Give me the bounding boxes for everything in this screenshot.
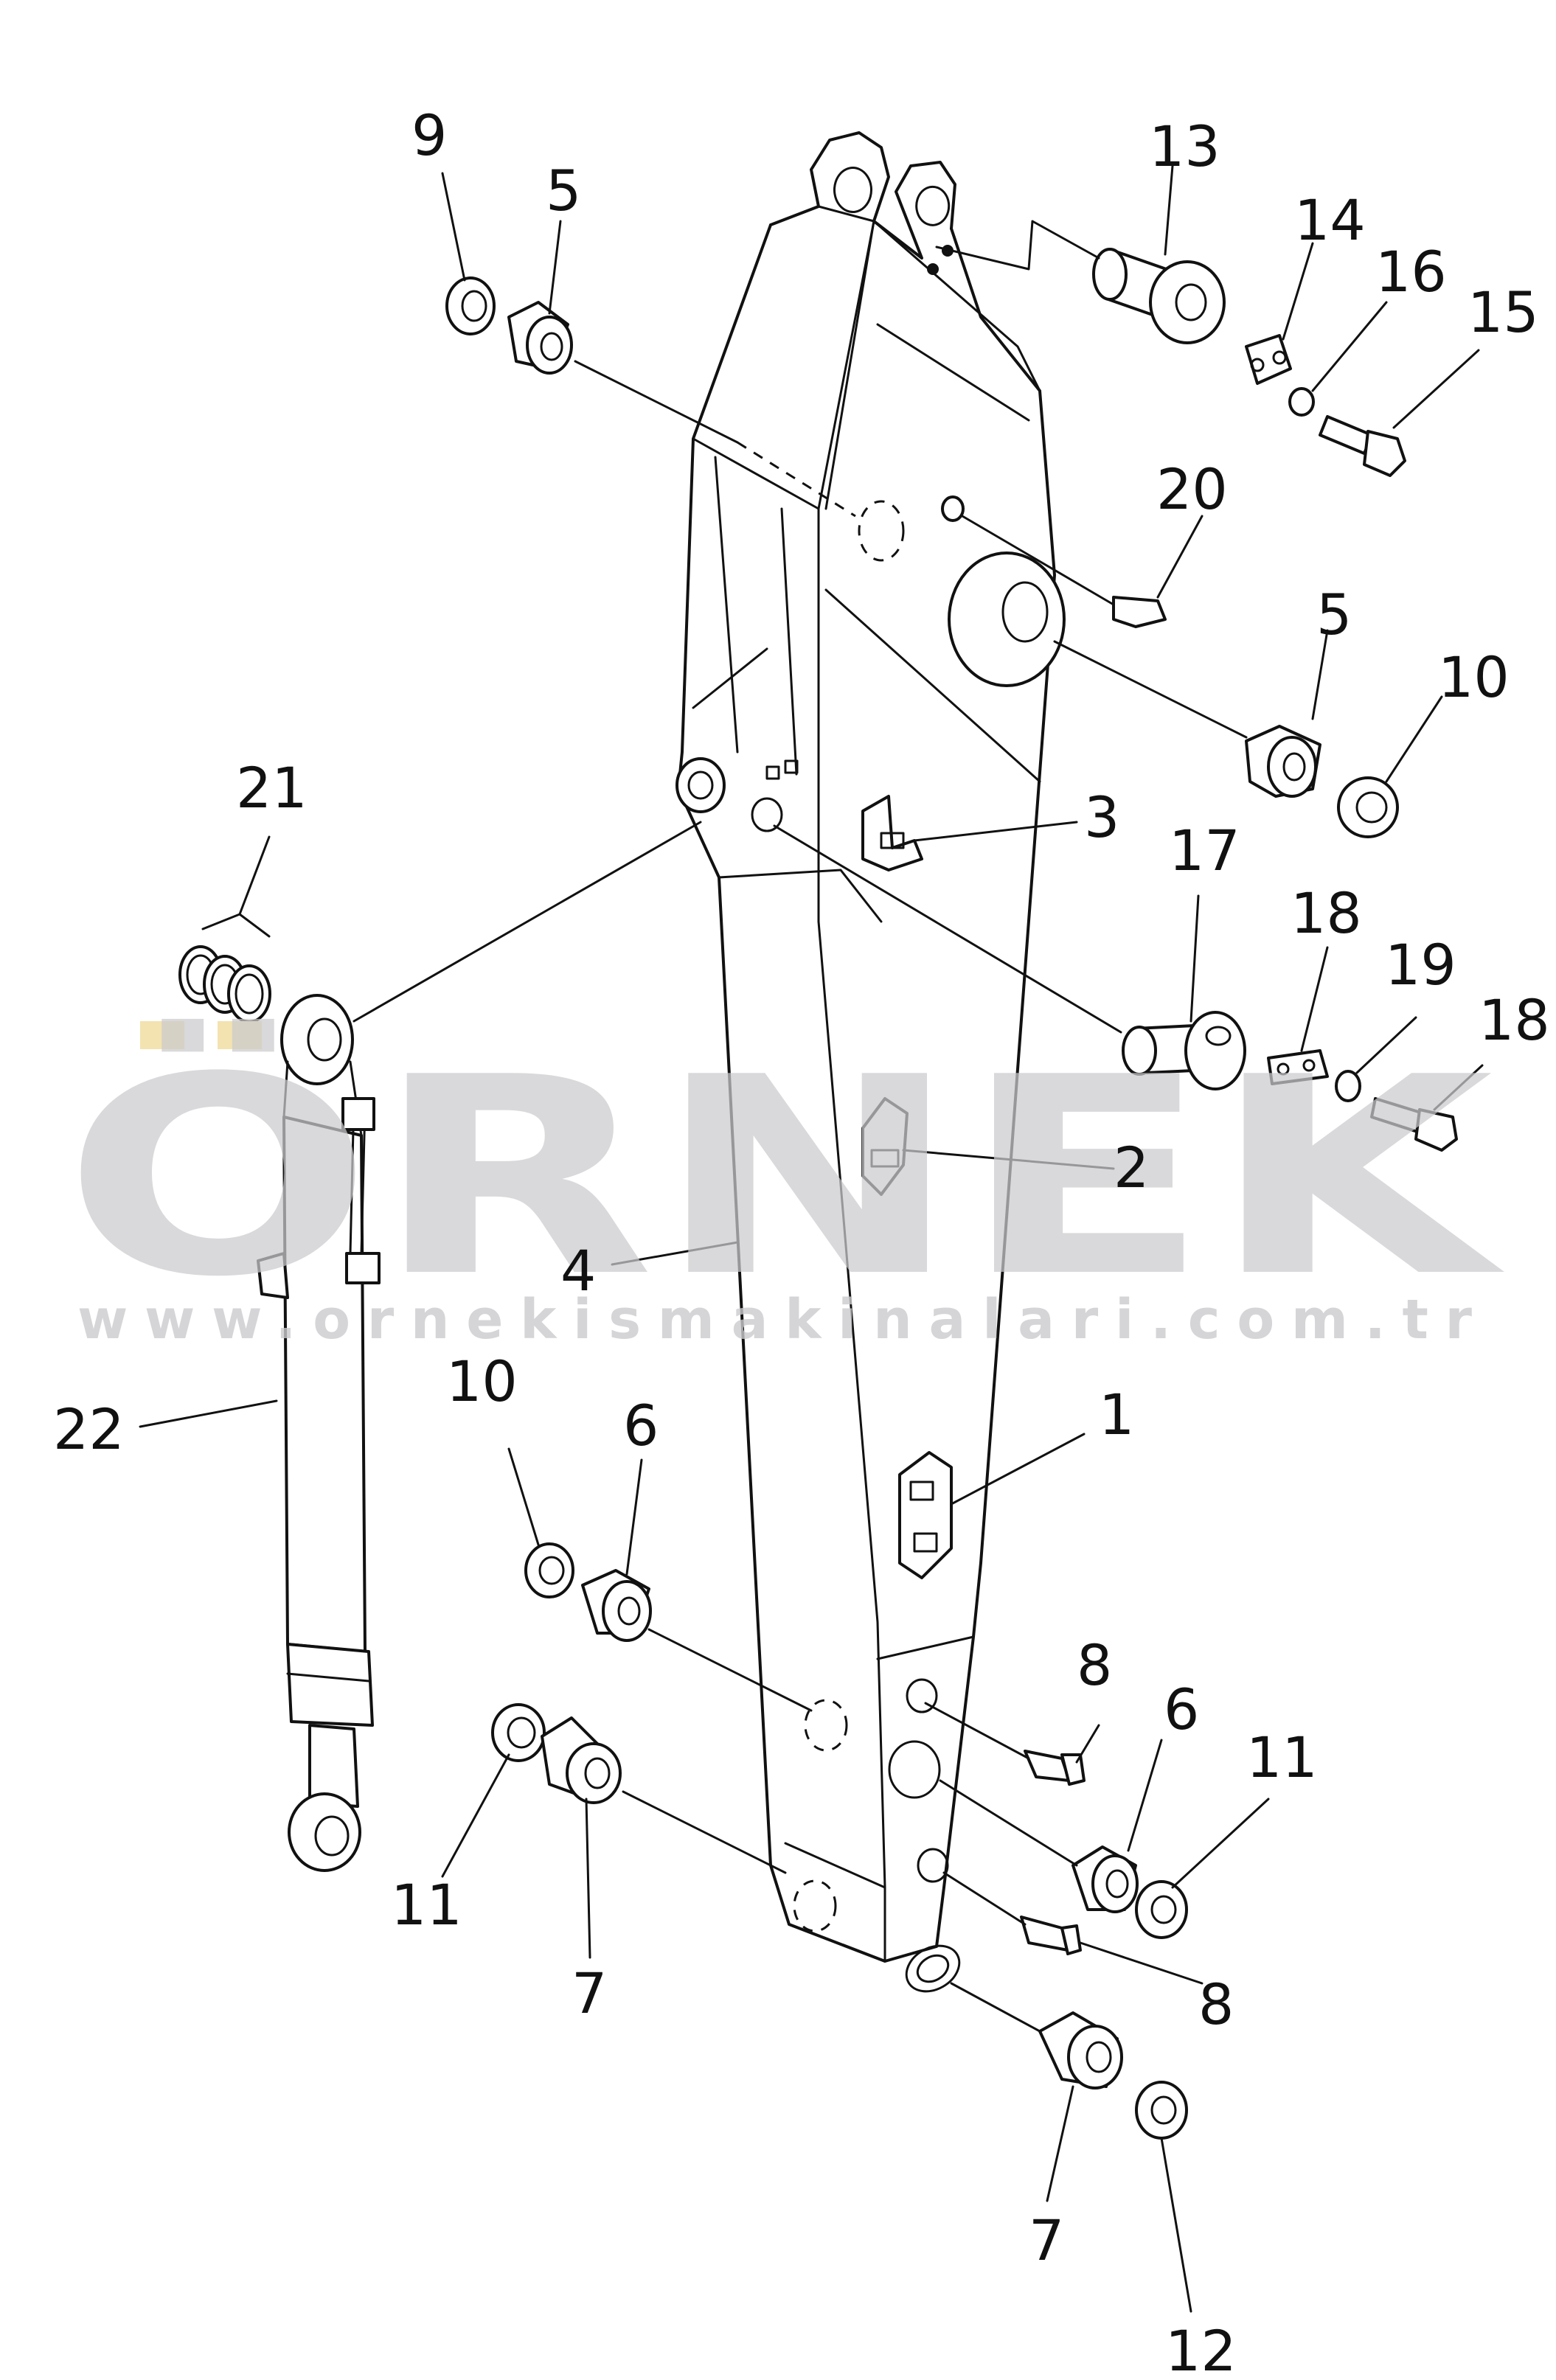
bolt-part-14 xyxy=(1319,415,1406,477)
leader-pin-16 xyxy=(773,824,1122,1034)
callout-2: 2 xyxy=(1114,1135,1149,1200)
bracket-part-3 xyxy=(861,795,923,871)
callout-19: 19 xyxy=(1385,932,1456,998)
arm-body xyxy=(675,131,1066,1993)
callout-6: 6 xyxy=(623,1393,659,1458)
callout-13: 14 xyxy=(1294,187,1366,253)
washer-part-19 xyxy=(1335,1070,1361,1102)
seal-part-10-left xyxy=(524,1542,574,1598)
callout-10: 10 xyxy=(446,1349,518,1414)
leader-lines xyxy=(139,164,1484,2313)
leader-bracket-21 xyxy=(201,913,271,938)
callout-14: 15 xyxy=(1468,279,1539,345)
leader-pin-12 xyxy=(935,220,1100,271)
callout-18: 18 xyxy=(1479,987,1550,1053)
callout-21: 21 xyxy=(236,755,308,821)
leader-cylinder-top xyxy=(352,821,702,1023)
callout-9: 9 xyxy=(411,102,447,168)
pin-part-7-right xyxy=(1038,2011,1123,2090)
plate-part-17 xyxy=(1267,1049,1329,1085)
grease-fitting-marker xyxy=(765,765,780,780)
callout-1: 1 xyxy=(1099,1382,1134,1447)
seal-part-11-left xyxy=(491,1703,546,1762)
leader-bushing-5-upper xyxy=(574,360,739,444)
grease-fitting-marker xyxy=(784,759,799,774)
seal-part-11-right xyxy=(1135,2081,1188,2140)
pin-part-16 xyxy=(1122,1011,1246,1090)
washer-part-15 xyxy=(1288,387,1315,417)
clamp-part-1 xyxy=(898,1451,953,1579)
bushing-part-6-left xyxy=(581,1569,652,1642)
callout-10: 11 xyxy=(1246,1725,1318,1790)
bushing-part-6-right xyxy=(1072,1845,1139,1913)
callouts: 9 5 13 14 16 15 20 5 10 3 17 18 19 18 21… xyxy=(53,102,1550,2380)
callout-5: 5 xyxy=(1316,582,1352,647)
callout-12: 13 xyxy=(1149,114,1220,179)
callout-4: 4 xyxy=(560,1238,596,1304)
callout-3: 3 xyxy=(1084,784,1119,850)
bolt-part-8-lower xyxy=(1020,1916,1082,1955)
callout-7: 7 xyxy=(1029,2207,1064,2273)
seal-part-9-right xyxy=(1337,776,1399,838)
pin-part-7-left xyxy=(541,1716,622,1804)
callout-8: 8 xyxy=(1198,1972,1234,2037)
fitting-part-20 xyxy=(941,495,1167,628)
callout-16: 17 xyxy=(1169,818,1240,883)
seal-part-9-upper xyxy=(445,276,496,335)
pin-hole-dot xyxy=(927,263,939,275)
hydraulic-cylinder-part-22 xyxy=(257,994,381,1872)
callout-15: 16 xyxy=(1375,239,1447,305)
pin-part-12 xyxy=(1092,248,1226,344)
watermark-brand: ÖRNEK xyxy=(63,1016,1507,1337)
callout-5: 5 xyxy=(546,158,581,223)
callout-6: 6 xyxy=(1164,1677,1199,1742)
callout-11: 11 xyxy=(391,1872,462,1938)
callout-11: 12 xyxy=(1165,2318,1237,2380)
bushing-part-5-upper xyxy=(507,301,573,375)
callout-7: 7 xyxy=(572,1960,607,2026)
clamp-part-2 xyxy=(861,1097,909,1196)
o-rings-part-21 xyxy=(178,945,271,1023)
callout-17: 18 xyxy=(1291,880,1362,946)
callout-9: 10 xyxy=(1438,644,1510,710)
watermark: ÖRNEK www.ornekismakinalari.com.tr xyxy=(63,1016,1507,1351)
bolt-part-8-upper xyxy=(1024,1750,1086,1786)
watermark-accent-right xyxy=(218,1021,262,1049)
bushing-part-5-right xyxy=(1245,725,1321,798)
callout-22: 22 xyxy=(53,1396,125,1462)
plate-part-13 xyxy=(1245,334,1292,385)
bolt-part-18 xyxy=(1370,1097,1458,1152)
seal-part-10-right xyxy=(1135,1880,1188,1939)
callout-20: 20 xyxy=(1156,456,1228,522)
leader-fitting-20 xyxy=(961,515,1115,606)
callout-8: 8 xyxy=(1077,1632,1112,1698)
watermark-accent-left xyxy=(140,1021,184,1049)
